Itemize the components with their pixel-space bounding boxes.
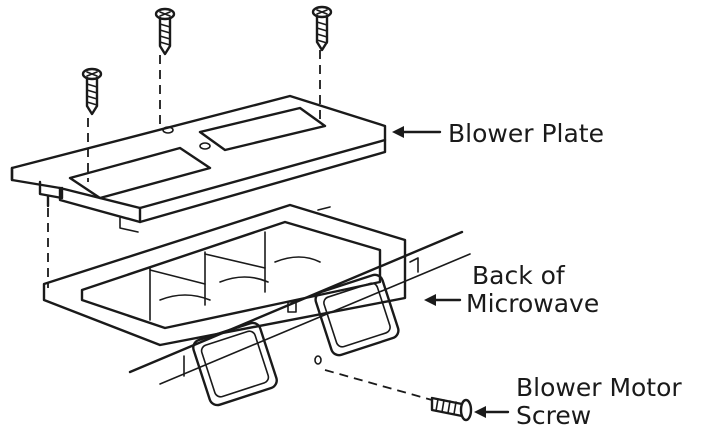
top-screw-2 (311, 5, 333, 52)
back-of-microwave-label-line1: Back of (472, 261, 565, 290)
blower-motor-screw-label-line2: Screw (516, 401, 592, 430)
blower-plate-label: Blower Plate (448, 119, 604, 148)
alignment-lines (47, 50, 433, 401)
leader-arrows (392, 126, 510, 418)
microwave-back-panel (42, 203, 471, 407)
back-of-microwave-label-line2: Microwave (466, 289, 600, 318)
top-screw-3 (81, 67, 103, 116)
blower-motor-screw-part (430, 396, 473, 422)
top-screw-1 (154, 7, 176, 56)
blower-plate-part (10, 94, 387, 233)
blower-motor-screw-label-line1: Blower Motor (516, 373, 682, 402)
